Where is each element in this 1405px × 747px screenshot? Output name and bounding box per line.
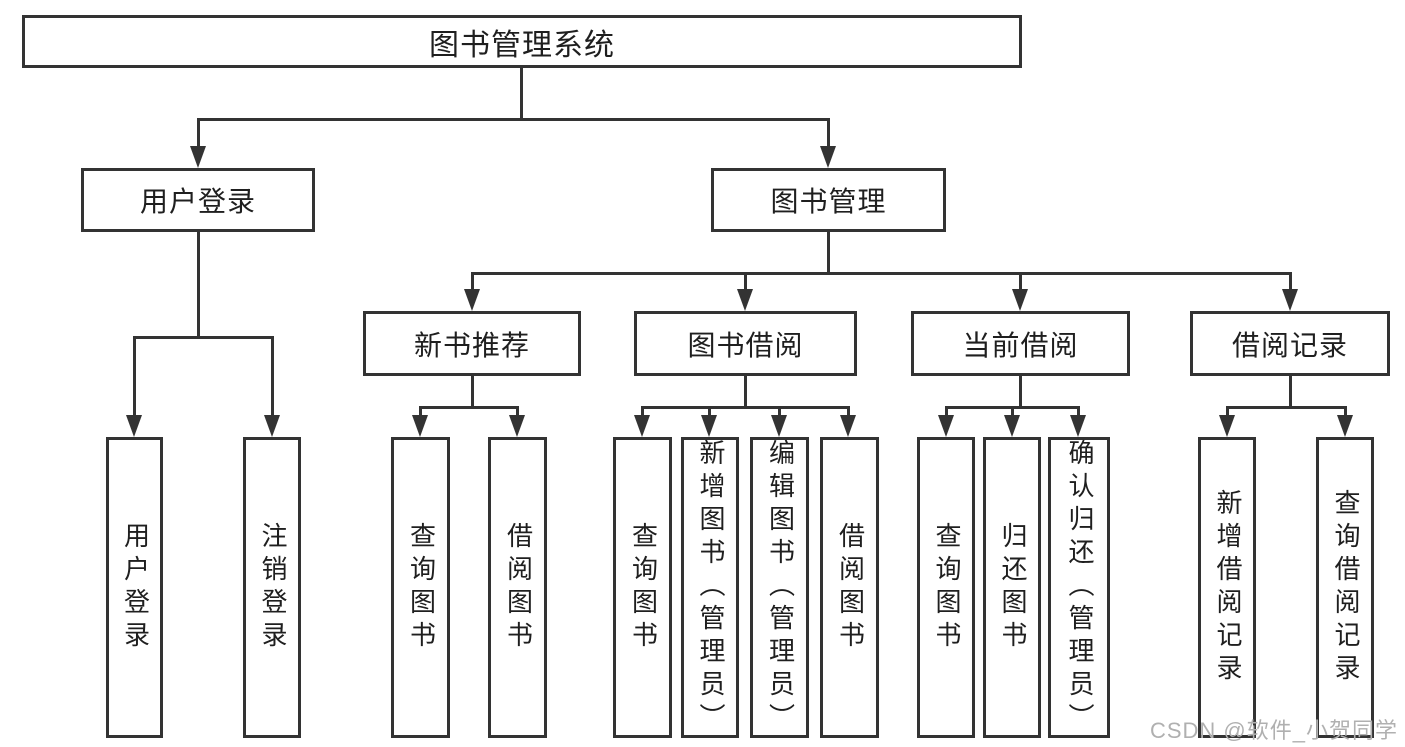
connector-cb-leaf3-drop <box>1077 406 1080 418</box>
connector-br-leaf1-drop <box>1226 406 1229 418</box>
connector-nb-leaf1-drop <box>419 406 422 418</box>
leaf-bb-edit-books-admin: 编辑图书（管理员） <box>750 437 809 738</box>
leaf-nb-query-books: 查询图书 <box>391 437 450 738</box>
connector-bb-leaf2-drop <box>708 406 711 418</box>
connector-login-leaf-drop <box>133 336 136 418</box>
connector-borrow-records-rail <box>1226 406 1346 409</box>
arrow-book-mgmt <box>820 146 836 168</box>
arrow-nb-leaf1 <box>412 415 428 437</box>
connector-user-login-trunk <box>197 232 200 336</box>
arrow-bb-leaf3 <box>771 415 787 437</box>
arrow-login-leaf <box>126 415 142 437</box>
leaf-cb-return-books-label: 归还图书 <box>997 521 1028 654</box>
connector-bb-leaf3-drop <box>778 406 781 418</box>
arrow-logout-leaf <box>264 415 280 437</box>
connector-new-books-rail <box>419 406 518 409</box>
connector-book-mgmt-trunk <box>827 232 830 272</box>
node-new-books-label: 新书推荐 <box>413 329 530 361</box>
connector-borrow-records-drop <box>1289 272 1292 292</box>
leaf-br-query-record-label: 查询借阅记录 <box>1330 488 1361 687</box>
connector-logout-leaf-drop <box>271 336 274 418</box>
leaf-br-add-record-label: 新增借阅记录 <box>1212 488 1243 687</box>
arrow-cb-leaf3 <box>1070 415 1086 437</box>
connector-current-borrow-drop <box>1019 272 1022 292</box>
connector-book-borrow-trunk <box>744 376 747 406</box>
node-book-mgmt: 图书管理 <box>711 168 946 232</box>
arrow-borrow-records <box>1282 289 1298 311</box>
node-library-system-label: 图书管理系统 <box>429 28 615 62</box>
leaf-bb-edit-books-admin-label: 编辑图书（管理员） <box>765 439 796 736</box>
connector-bb-leaf1-drop <box>641 406 644 418</box>
connector-user-login-rail <box>133 336 273 339</box>
leaf-nb-query-books-label: 查询图书 <box>406 521 437 654</box>
csdn-watermark: CSDN @软件_小贺同学 <box>1149 718 1398 743</box>
connector-book-mgmt-drop <box>827 118 830 148</box>
arrow-user-login <box>190 146 206 168</box>
node-book-borrow: 图书借阅 <box>634 311 857 376</box>
leaf-bb-borrow-books: 借阅图书 <box>820 437 879 738</box>
leaf-user-login-label: 用户登录 <box>120 521 151 654</box>
arrow-br-leaf1 <box>1219 415 1235 437</box>
connector-new-books-trunk <box>471 376 474 406</box>
node-library-system: 图书管理系统 <box>22 15 1022 68</box>
arrow-bb-leaf1 <box>634 415 650 437</box>
leaf-logout-label: 注销登录 <box>257 521 288 654</box>
connector-nb-leaf2-drop <box>516 406 519 418</box>
connector-bb-leaf4-drop <box>847 406 850 418</box>
node-borrow-records: 借阅记录 <box>1190 311 1390 376</box>
connector-new-books-drop <box>471 272 474 292</box>
arrow-book-borrow <box>737 289 753 311</box>
arrow-cb-leaf2 <box>1004 415 1020 437</box>
connector-user-login-drop <box>197 118 200 148</box>
leaf-logout: 注销登录 <box>243 437 301 738</box>
connector-br-leaf2-drop <box>1344 406 1347 418</box>
leaf-cb-confirm-return-admin: 确认归还（管理员） <box>1048 437 1110 738</box>
leaf-bb-query-books-label: 查询图书 <box>628 521 659 654</box>
leaf-nb-borrow-books: 借阅图书 <box>488 437 547 738</box>
arrow-bb-leaf2 <box>701 415 717 437</box>
leaf-bb-add-books-admin: 新增图书（管理员） <box>681 437 739 738</box>
connector-book-borrow-drop <box>744 272 747 292</box>
node-user-login: 用户登录 <box>81 168 315 232</box>
arrow-bb-leaf4 <box>840 415 856 437</box>
node-book-mgmt-label: 图书管理 <box>770 186 887 217</box>
connector-cb-leaf1-drop <box>945 406 948 418</box>
leaf-nb-borrow-books-label: 借阅图书 <box>503 521 534 654</box>
arrow-current-borrow <box>1012 289 1028 311</box>
leaf-bb-borrow-books-label: 借阅图书 <box>835 521 866 654</box>
node-current-borrow-label: 当前借阅 <box>962 329 1079 361</box>
connector-root-trunk <box>520 68 523 118</box>
leaf-cb-query-books-label: 查询图书 <box>931 521 962 654</box>
leaf-bb-query-books: 查询图书 <box>613 437 672 738</box>
node-current-borrow: 当前借阅 <box>911 311 1130 376</box>
arrow-br-leaf2 <box>1337 415 1353 437</box>
connector-level2-rail <box>197 118 830 121</box>
node-book-borrow-label: 图书借阅 <box>687 329 804 361</box>
leaf-cb-query-books: 查询图书 <box>917 437 975 738</box>
connector-book-borrow-rail <box>641 406 850 409</box>
leaf-bb-add-books-admin-label: 新增图书（管理员） <box>695 439 726 736</box>
connector-borrow-records-trunk <box>1289 376 1292 406</box>
arrow-nb-leaf2 <box>509 415 525 437</box>
leaf-br-add-record: 新增借阅记录 <box>1198 437 1256 738</box>
connector-current-borrow-trunk <box>1019 376 1022 406</box>
leaf-br-query-record: 查询借阅记录 <box>1316 437 1374 738</box>
connector-level3-rail <box>471 272 1291 275</box>
leaf-cb-confirm-return-admin-label: 确认归还（管理员） <box>1064 439 1095 736</box>
node-user-login-label: 用户登录 <box>139 186 256 217</box>
arrow-cb-leaf1 <box>938 415 954 437</box>
arrow-new-books <box>464 289 480 311</box>
node-borrow-records-label: 借阅记录 <box>1231 329 1348 361</box>
node-new-books: 新书推荐 <box>363 311 581 376</box>
leaf-cb-return-books: 归还图书 <box>983 437 1041 738</box>
connector-cb-leaf2-drop <box>1011 406 1014 418</box>
leaf-user-login: 用户登录 <box>106 437 163 738</box>
